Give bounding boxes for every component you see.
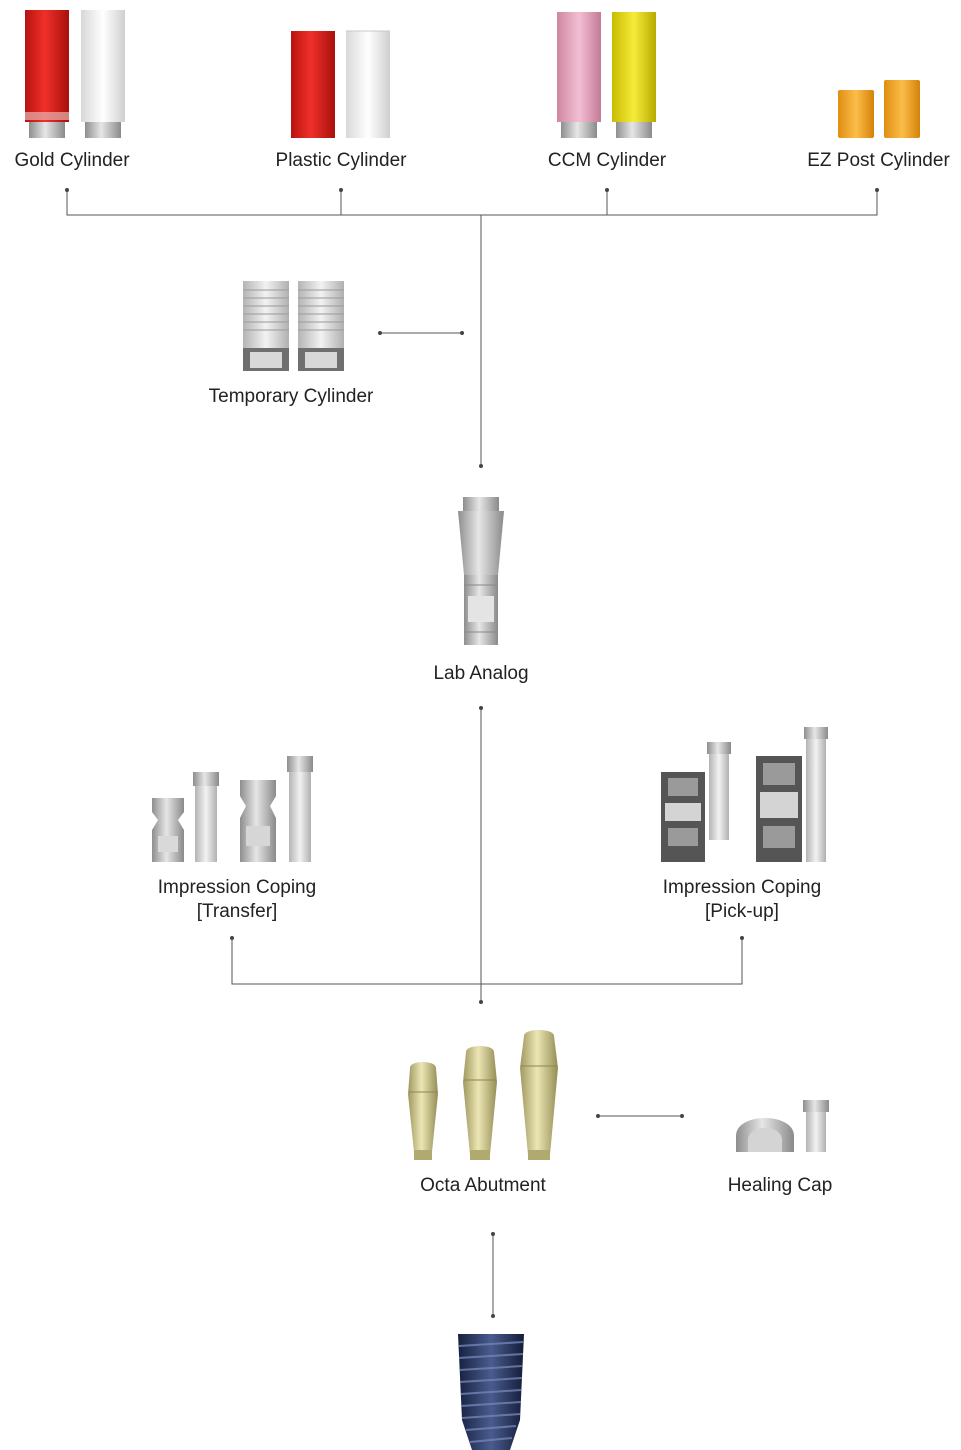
temporary-cylinder-label: Temporary Cylinder: [208, 386, 374, 407]
ez-post-cylinder-label: EZ Post Cylinder: [807, 150, 950, 171]
octa-abutment-label: Octa Abutment: [420, 1175, 546, 1196]
connectors: [66, 190, 878, 1316]
impression-coping-transfer-image: [152, 756, 313, 862]
connector-dots: [65, 188, 879, 1318]
ez-post-cylinder-image: [838, 80, 920, 138]
gold-cylinder-image: [25, 10, 125, 138]
plastic-cylinder-image: [291, 30, 390, 138]
ccm-cylinder-image: [557, 12, 656, 138]
lab-analog-image: [458, 497, 504, 645]
temporary-cylinder-image: [243, 281, 344, 371]
ccm-cylinder-label: CCM Cylinder: [547, 150, 667, 171]
cylinder-connector-bracket: [66, 190, 878, 216]
impression-coping-bracket: [231, 938, 743, 985]
impression-coping-pickup-image: [661, 727, 828, 862]
plastic-cylinder-label: Plastic Cylinder: [275, 150, 407, 171]
impression-coping-transfer-label: Impression Coping: [157, 877, 317, 898]
lab-analog-label: Lab Analog: [433, 663, 529, 684]
impression-coping-pickup-label: Impression Coping: [662, 877, 822, 898]
impression-coping-transfer-sublabel: [Transfer]: [196, 901, 278, 922]
impression-coping-pickup-sublabel: [Pick-up]: [705, 901, 779, 922]
healing-cap-image: [736, 1100, 829, 1152]
implant-fixture-image: [458, 1334, 524, 1450]
healing-cap-label: Healing Cap: [727, 1175, 833, 1196]
octa-abutment-image: [408, 1030, 558, 1160]
gold-cylinder-label: Gold Cylinder: [14, 150, 130, 171]
